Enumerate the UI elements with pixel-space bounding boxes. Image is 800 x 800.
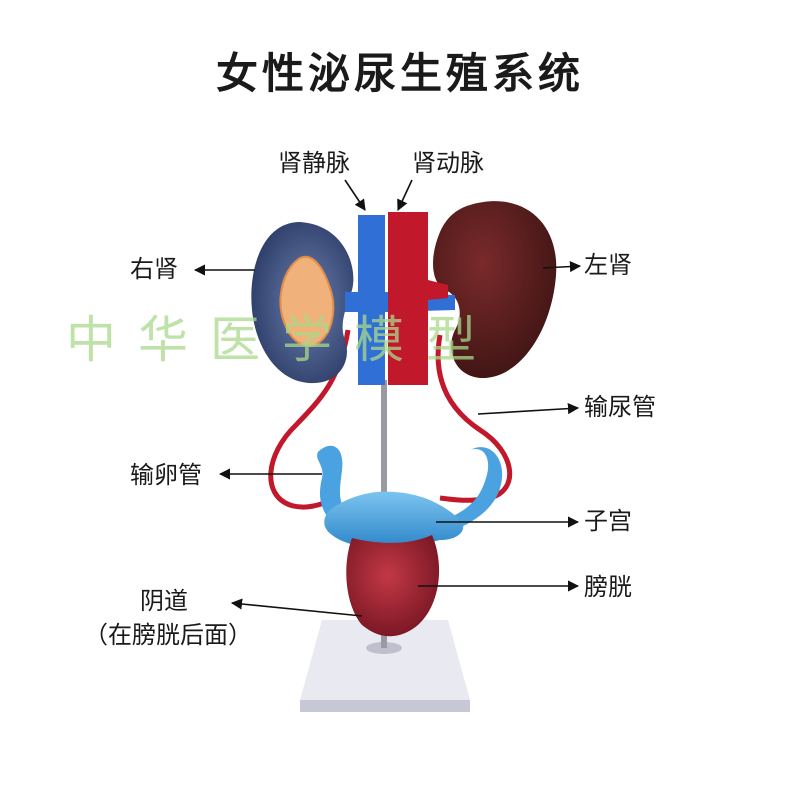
label-renal-artery: 肾动脉 bbox=[412, 149, 484, 177]
left-kidney bbox=[433, 201, 557, 379]
renal-artery-branch bbox=[428, 280, 448, 300]
watermark: 中华医学模型 bbox=[66, 311, 498, 369]
label-fallopian-tube: 输卵管 bbox=[130, 461, 202, 489]
right-kidney-medulla bbox=[279, 255, 335, 347]
right-ureter bbox=[268, 329, 351, 510]
right-fallopian-tube bbox=[317, 445, 355, 530]
arrow-renal-vein bbox=[344, 179, 366, 211]
label-vagina: 阴道 bbox=[140, 587, 188, 615]
label-right-kidney: 右肾 bbox=[130, 255, 178, 283]
label-left-kidney: 左肾 bbox=[584, 251, 632, 279]
bladder bbox=[346, 535, 440, 637]
arrow-left-kidney bbox=[542, 260, 582, 273]
arrow-renal-artery bbox=[397, 179, 413, 212]
stand-base bbox=[300, 620, 470, 712]
label-vagina-note: （在膀胱后面） bbox=[84, 621, 252, 649]
label-ureter: 输尿管 bbox=[584, 393, 656, 421]
left-ureter bbox=[435, 334, 513, 503]
arrow-vagina bbox=[230, 598, 363, 617]
renal-vein-vessel bbox=[345, 215, 385, 385]
label-bladder: 膀胱 bbox=[584, 573, 632, 601]
renal-artery-vessel bbox=[388, 212, 428, 385]
uterus bbox=[324, 491, 464, 548]
page-title: 女性泌尿生殖系统 bbox=[215, 49, 584, 98]
label-renal-vein: 肾静脉 bbox=[278, 149, 350, 177]
arrow-ureter bbox=[477, 403, 580, 415]
label-uterus: 子宫 bbox=[584, 507, 632, 535]
